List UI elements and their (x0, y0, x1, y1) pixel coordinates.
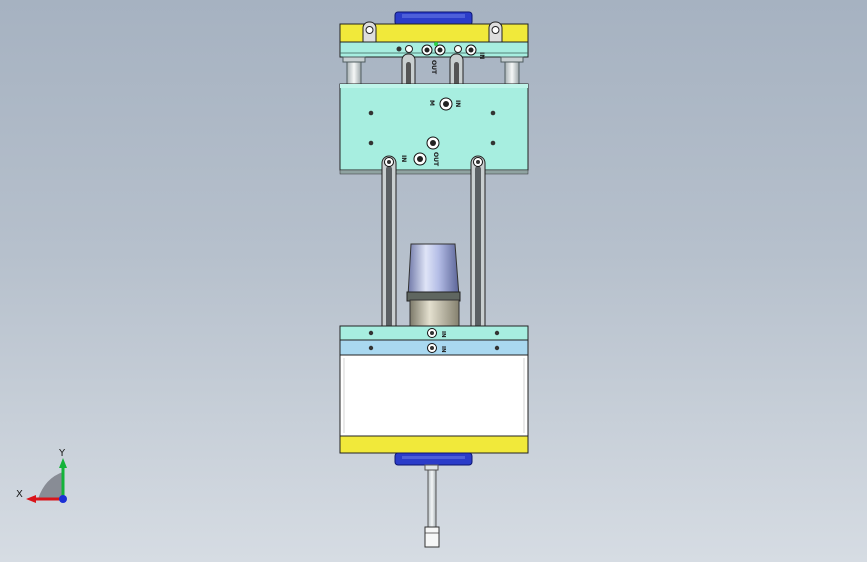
lower-in-port-label: IN (440, 331, 446, 338)
lower-in2-port-label: IN (440, 346, 446, 353)
top-in-port-label: IN (478, 52, 485, 59)
axis-triad[interactable] (26, 458, 67, 503)
lower-blue-plate (339, 339, 529, 356)
axis-y-label: Y (58, 448, 66, 459)
lower-yellow-plate (339, 435, 529, 454)
middle-out-port-label: OUT (432, 152, 439, 167)
middle-m-port-label: M (428, 100, 435, 106)
top-cylinder-cap (394, 11, 473, 26)
piston-rod (424, 464, 440, 548)
right-long-link[interactable] (470, 155, 486, 339)
axis-x-label: X (16, 489, 23, 500)
middle-in-port-label: IN (454, 100, 461, 107)
top-guide-posts (342, 56, 524, 85)
middle-in2-port-label: IN (400, 155, 407, 162)
lower-white-block (339, 354, 529, 437)
left-long-link[interactable] (381, 155, 397, 339)
middle-cyan-block (339, 83, 529, 171)
top-out-port-label: OUT (430, 60, 437, 75)
top-cyan-plate (339, 41, 529, 58)
middle-block-bottom-edge (339, 169, 529, 175)
lower-cyan-plate (339, 325, 529, 341)
bottom-cylinder-cap (394, 452, 473, 466)
central-cylinder (406, 243, 461, 328)
